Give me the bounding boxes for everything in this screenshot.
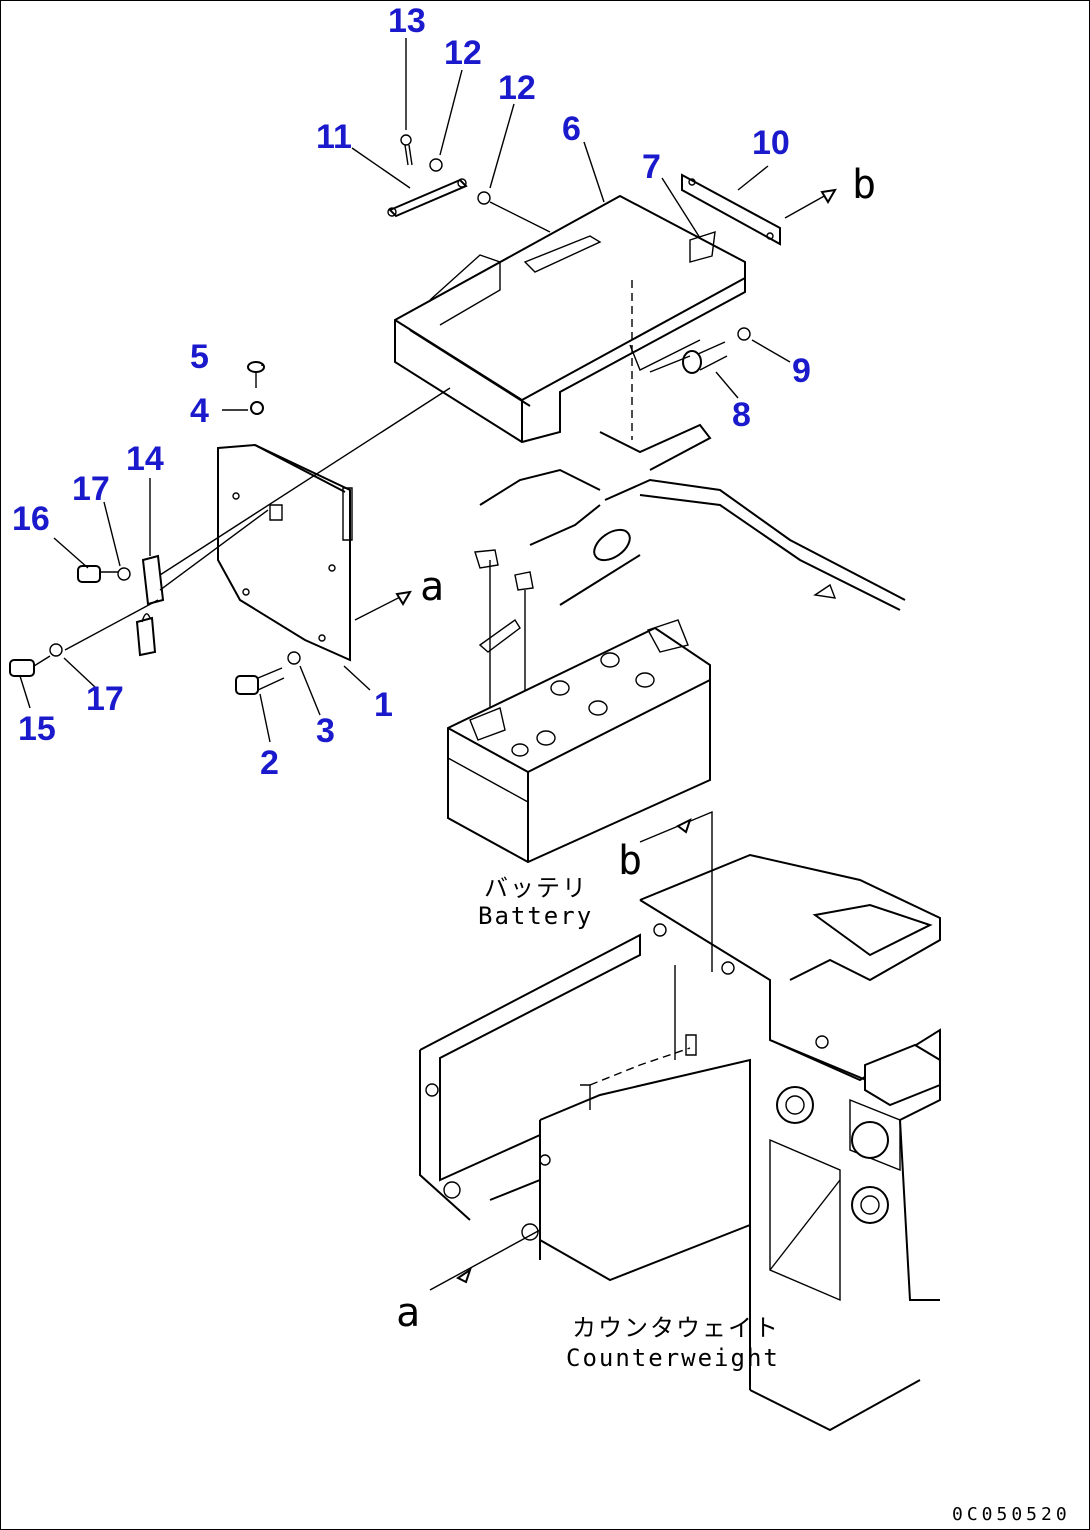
leader-lines bbox=[19, 38, 791, 743]
view-callout-a: a bbox=[420, 564, 444, 610]
part-label-15: 15 bbox=[18, 710, 56, 748]
part-label-11: 11 bbox=[316, 118, 352, 156]
lock-parts bbox=[9, 387, 451, 677]
bolts-left bbox=[235, 361, 301, 695]
counterweight-caption-en: Counterweight bbox=[566, 1344, 780, 1372]
bracket-plate bbox=[217, 443, 353, 662]
battery bbox=[447, 619, 711, 864]
plate-and-bolts bbox=[649, 173, 781, 374]
part-label-9: 9 bbox=[792, 352, 811, 390]
drawing-code: 0C050520 bbox=[952, 1504, 1071, 1525]
part-label-3: 3 bbox=[316, 712, 335, 750]
part-label-10: 10 bbox=[752, 124, 790, 162]
counterweight-frame bbox=[419, 853, 941, 1432]
battery-cover bbox=[394, 194, 746, 444]
captions: バッテリ Battery カウンタウェイト Counterweight bbox=[478, 874, 780, 1372]
view-callouts: b a b a bbox=[396, 162, 876, 1336]
part-number-labels: 13 12 12 11 6 7 10 5 4 9 8 14 17 16 1 3 … bbox=[12, 2, 811, 782]
part-label-7: 7 bbox=[642, 148, 661, 186]
part-label-5: 5 bbox=[190, 338, 209, 376]
view-arrows bbox=[354, 188, 837, 1291]
part-label-17: 17 bbox=[86, 680, 124, 718]
part-label-4: 4 bbox=[190, 392, 209, 430]
part-label-13: 13 bbox=[388, 2, 426, 40]
view-callout-b: b bbox=[618, 838, 642, 884]
battery-caption-en: Battery bbox=[478, 902, 593, 930]
cable-harness bbox=[474, 280, 906, 745]
small-parts-top bbox=[387, 134, 551, 233]
part-label-1: 1 bbox=[374, 686, 393, 724]
part-label-14: 14 bbox=[126, 440, 164, 478]
part-label-8: 8 bbox=[732, 396, 751, 434]
part-label-2: 2 bbox=[260, 744, 279, 782]
part-label-17: 17 bbox=[72, 470, 110, 508]
counterweight-caption-jp: カウンタウェイト bbox=[572, 1314, 780, 1342]
part-label-12: 12 bbox=[498, 69, 536, 107]
part-label-6: 6 bbox=[562, 110, 581, 148]
view-callout-b: b bbox=[852, 162, 876, 208]
battery-caption-jp: バッテリ bbox=[484, 874, 588, 902]
part-label-12: 12 bbox=[444, 34, 482, 72]
view-callout-a: a bbox=[396, 1290, 420, 1336]
part-label-16: 16 bbox=[12, 500, 50, 538]
